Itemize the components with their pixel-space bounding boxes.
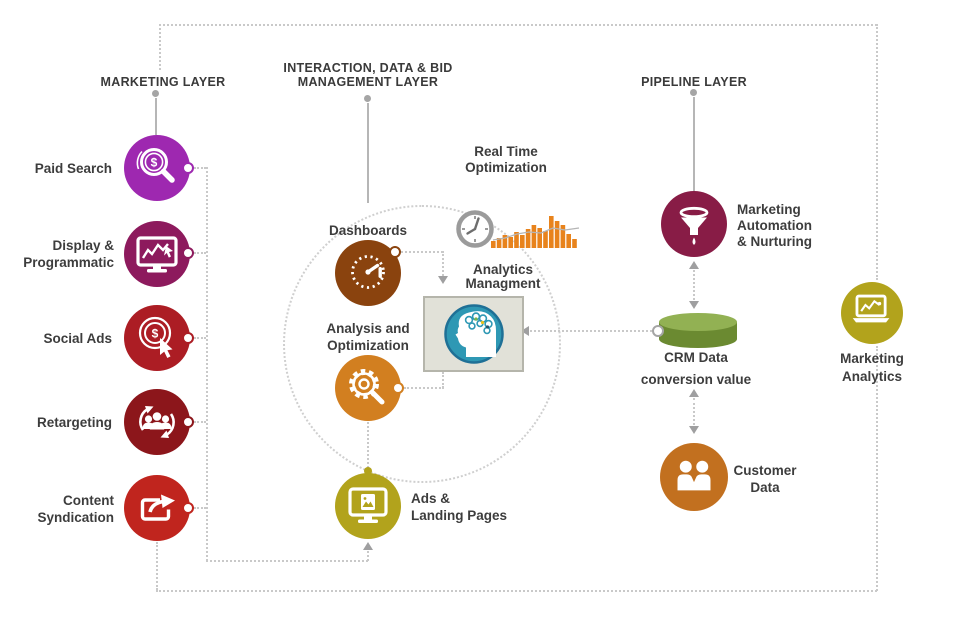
flow-arrow-up-crm [689, 389, 699, 397]
pipeline-layer-header: PIPELINE LAYER [641, 75, 747, 89]
flow-arrow-down-customer [689, 426, 699, 434]
ads-top-dot [364, 467, 372, 475]
connector-ring [392, 382, 404, 394]
people-refresh-icon [139, 406, 175, 438]
ads-landing-pages-node [335, 473, 401, 539]
crm-data-label: CRM Data [664, 350, 728, 365]
flow-arrow-up-funnel [689, 261, 699, 269]
gear-magnifier-icon [349, 369, 385, 405]
connector-ring [182, 162, 194, 174]
dotted-border-right-lower [876, 346, 878, 591]
interaction-layer-header: INTERACTION, DATA & BID MANAGEMENT LAYER [263, 61, 473, 89]
interaction-header-line1: INTERACTION, DATA & BID [283, 61, 453, 75]
marketing-automation-node [661, 191, 727, 257]
content-syndication-down-connector [156, 542, 158, 590]
real-time-optimization-label: Real Time Optimization [465, 144, 547, 175]
display-stub [194, 252, 206, 254]
content-syndication-node [124, 475, 190, 541]
connector-ring [182, 247, 194, 259]
content-syndication-stub [194, 507, 206, 509]
retargeting-node [124, 389, 190, 455]
connector-ring [389, 246, 401, 258]
ads-landing-pages-label: Ads & Landing Pages [411, 491, 508, 523]
display-programmatic-label: Display & Programmatic [23, 238, 114, 270]
interaction-header-line2: MANAGEMENT LAYER [297, 75, 439, 89]
dashboards-to-mgmt-vertical [442, 251, 444, 276]
social-ads-stub [194, 337, 206, 339]
retargeting-label: Retargeting [36, 415, 112, 430]
rail-to-ads-vertical [367, 551, 369, 561]
marketing-layer-header: MARKETING LAYER [100, 75, 226, 89]
flow-arrow-into-mgmt [438, 276, 448, 284]
crm-data-node [659, 313, 737, 351]
analysis-optimization-label: Analysis and Optimization [326, 321, 410, 353]
flow-arrow-down-crm [689, 301, 699, 309]
marketing-header-dot [152, 90, 159, 97]
connector-ring [652, 325, 664, 337]
pipeline-header-line [693, 97, 695, 192]
handshake-icon [677, 460, 711, 491]
pipeline-header-dot [690, 89, 697, 96]
connector-ring [182, 332, 194, 344]
dollar-target-cursor-icon: $ [138, 316, 173, 358]
funnel-crm-connector [693, 270, 695, 300]
flow-arrow-into-mgmt-right [521, 326, 529, 336]
flow-arrow-into-ads [363, 542, 373, 550]
gauge-icon [351, 255, 385, 289]
dashboards-label: Dashboards [328, 223, 408, 238]
retargeting-stub [194, 421, 206, 423]
dotted-border-left-stub [159, 24, 161, 70]
analytics-management-node [423, 296, 524, 372]
analytics-management-label: Analytics Managment [465, 262, 541, 291]
crm-cylinder-top [659, 313, 737, 331]
interaction-header-line [367, 103, 369, 203]
dotted-border-right-upper [876, 24, 878, 280]
connector-ring [182, 416, 194, 428]
display-programmatic-node [124, 221, 190, 287]
crm-conversion-label: conversion value [640, 372, 752, 387]
social-ads-label: Social Ads [43, 331, 112, 346]
analysis-optimization-node [335, 355, 401, 421]
social-ads-node: $ [124, 305, 190, 371]
marketing-rail [206, 167, 208, 561]
clock-bars-icon [456, 210, 580, 248]
analysis-to-mgmt-horizontal [404, 387, 444, 389]
crm-to-mgmt-horizontal [530, 330, 652, 332]
interaction-layer-boundary [283, 205, 561, 483]
dollar-magnifier-icon: $ [136, 148, 175, 183]
marketing-analytics-node [841, 282, 903, 344]
paid-search-label: Paid Search [34, 161, 112, 176]
customer-data-node [660, 443, 728, 511]
analysis-to-mgmt-vertical [442, 372, 444, 388]
marketing-analytics-label: Marketing Analytics [840, 351, 904, 384]
share-box-icon [140, 494, 175, 521]
interaction-header-dot [364, 95, 371, 102]
laptop-chart-icon [852, 294, 890, 323]
customer-data-label: Customer Data [733, 463, 797, 495]
crm-customer-connector [693, 398, 695, 425]
paid-search-node: $ [124, 135, 190, 201]
rail-to-ads-horizontal [206, 560, 368, 562]
connector-ring [182, 502, 194, 514]
dotted-border-top [159, 24, 877, 26]
marketing-header-line [155, 98, 157, 135]
dollar-glyph: $ [151, 156, 158, 170]
dollar-glyph: $ [152, 326, 159, 340]
dashboards-to-mgmt-horizontal [401, 251, 443, 253]
paid-search-stub [194, 167, 206, 169]
monitor-image-icon [348, 487, 388, 523]
monitor-chart-icon [136, 236, 178, 273]
funnel-icon [679, 206, 709, 245]
analysis-to-ads-vertical [367, 422, 369, 468]
brain-head-icon [443, 304, 504, 364]
dotted-border-bottom [156, 590, 877, 592]
marketing-automation-label: Marketing Automation & Nurturing [737, 202, 812, 249]
content-syndication-label: Content Syndication [37, 493, 114, 525]
